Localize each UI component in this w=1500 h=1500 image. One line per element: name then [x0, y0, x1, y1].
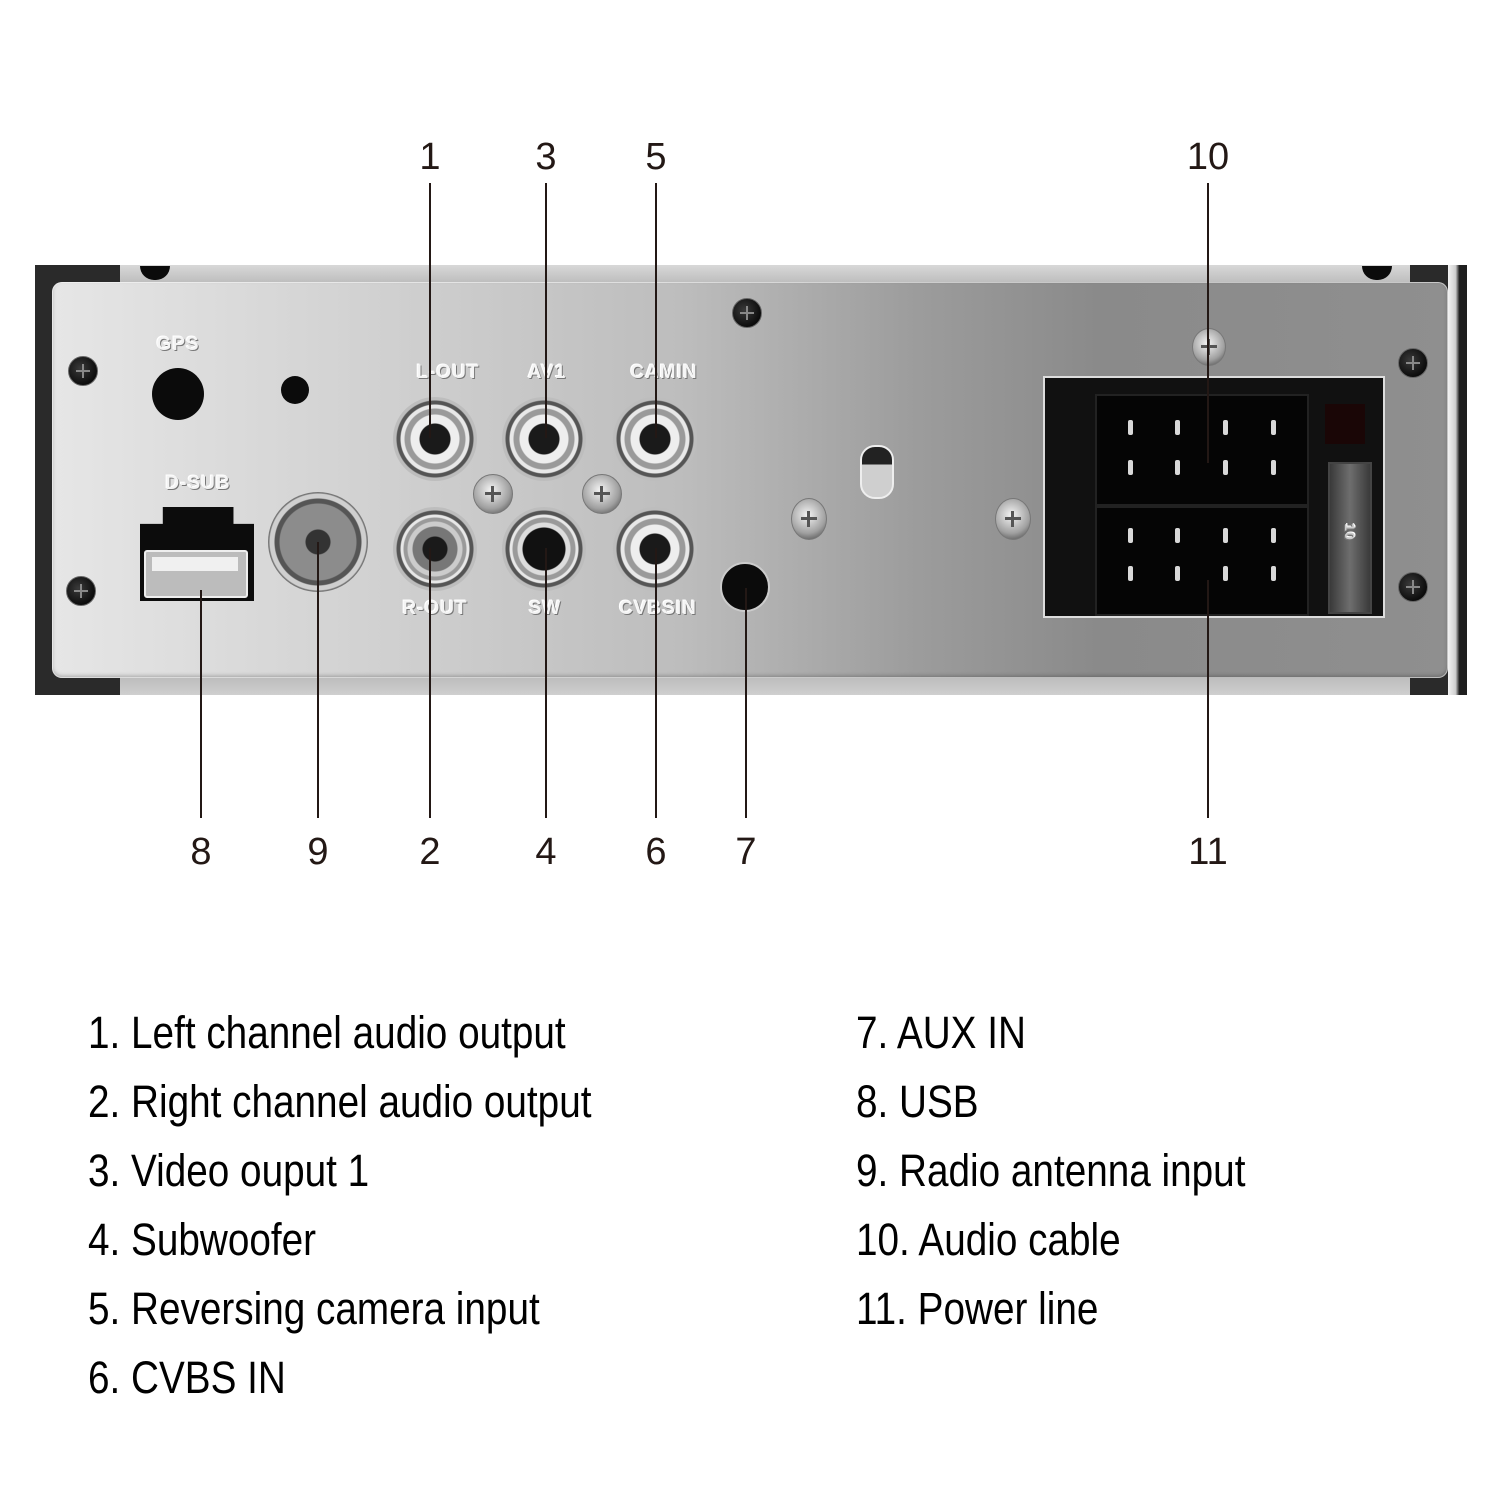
callout-number: 6: [645, 831, 667, 873]
screw-icon: [68, 356, 98, 386]
callout-line-7: [745, 588, 747, 818]
callout-line-8: [200, 590, 202, 818]
legend-left: 1. Left channel audio output 2. Right ch…: [88, 1008, 673, 1422]
callout-number: 7: [735, 831, 757, 873]
callout-line-9: [317, 542, 319, 818]
dsub-label: D-SUB: [165, 473, 231, 494]
lout-rca-jack[interactable]: [393, 397, 477, 481]
cvbsin-label: CVBSIN: [619, 598, 697, 619]
callout-number: 2: [419, 831, 441, 873]
screw-icon: [582, 474, 622, 514]
legend-item: 6. CVBS IN: [88, 1352, 286, 1403]
callout-number: 4: [535, 831, 557, 873]
legend-right: 7. AUX IN 8. USB 9. Radio antenna input …: [856, 1008, 1309, 1353]
camin-label: CAMIN: [630, 362, 698, 383]
screw-icon: [791, 498, 827, 540]
callout-line-2: [429, 548, 431, 818]
chassis-right-edge: [1448, 265, 1467, 695]
callout-line-1: [429, 183, 431, 438]
callout-number: 3: [535, 136, 557, 178]
iso-key: [1325, 404, 1365, 444]
reset-slot: [860, 445, 894, 499]
mic-hole: [281, 376, 309, 404]
screw-icon: [1398, 348, 1428, 378]
callout-number: 8: [190, 831, 212, 873]
screw-icon: [995, 498, 1031, 540]
chassis-notch: [140, 266, 170, 280]
fuse: 10: [1328, 462, 1372, 614]
screw-icon: [732, 298, 762, 328]
sw-label: SW: [485, 598, 605, 620]
rout-rca-jack[interactable]: [393, 507, 477, 591]
screw-icon: [1398, 572, 1428, 602]
callout-number: 5: [645, 136, 667, 178]
iso-block-bottom: [1095, 506, 1309, 616]
legend-item: 8. USB: [856, 1076, 979, 1127]
screw-icon: [66, 576, 96, 606]
callout-line-6: [655, 548, 657, 818]
gps-label: GPS: [156, 334, 200, 355]
av1-label: AV1: [527, 362, 567, 383]
legend-item: 4. Subwoofer: [88, 1214, 317, 1265]
lout-label: L-OUT: [416, 362, 480, 383]
callout-number: 1: [419, 136, 441, 178]
legend-item: 3. Video ouput 1: [88, 1145, 370, 1196]
screw-icon: [473, 474, 513, 514]
chassis-bottom-edge: [120, 678, 1410, 695]
chassis-notch: [1362, 266, 1392, 280]
callout-line-4: [545, 548, 547, 818]
legend-item: 10. Audio cable: [856, 1214, 1121, 1265]
rout-label: R-OUT: [402, 598, 468, 619]
gps-port[interactable]: [152, 368, 204, 420]
legend-item: 1. Left channel audio output: [88, 1007, 566, 1058]
av1-rca-jack[interactable]: [502, 397, 586, 481]
callout-number: 11: [1188, 831, 1228, 873]
legend-item: 2. Right channel audio output: [88, 1076, 592, 1127]
iso-block-top: [1095, 394, 1309, 506]
legend-item: 9. Radio antenna input: [856, 1145, 1246, 1196]
callout-line-10: [1207, 183, 1209, 463]
callout-line-3: [545, 183, 547, 438]
fuse-rating: 10: [1342, 523, 1358, 541]
usb-port[interactable]: [144, 550, 248, 598]
callout-number: 10: [1186, 136, 1230, 178]
chassis-top-edge: [120, 265, 1410, 283]
legend-item: 5. Reversing camera input: [88, 1283, 540, 1334]
ground-screw-icon: [1192, 328, 1226, 366]
callout-line-5: [655, 183, 657, 438]
legend-item: 11. Power line: [856, 1283, 1099, 1334]
usb-tongue: [152, 557, 238, 571]
legend-item: 7. AUX IN: [856, 1007, 1026, 1058]
callout-number: 9: [307, 831, 329, 873]
callout-line-11: [1207, 580, 1209, 818]
sw-rca-jack[interactable]: [502, 507, 586, 591]
